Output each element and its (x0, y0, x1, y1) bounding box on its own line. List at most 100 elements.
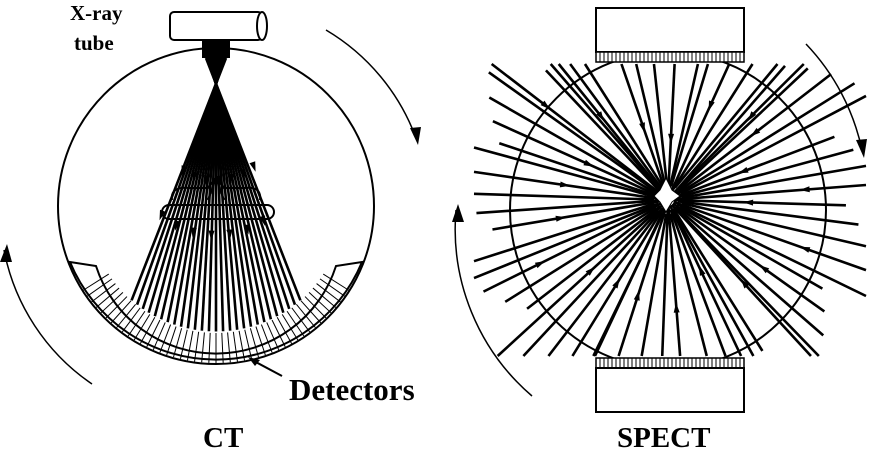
emission-ray (634, 63, 668, 191)
beam-arrowhead (559, 181, 571, 188)
detector-element (201, 332, 205, 363)
detector-element (121, 307, 141, 333)
beam-arrowhead (226, 229, 233, 240)
emission-ray (673, 183, 867, 201)
emission-ray (569, 63, 665, 192)
emission-ray (557, 63, 666, 196)
beam-arrowhead (190, 227, 197, 238)
emission-ray (617, 205, 668, 357)
beam-arrowhead (708, 100, 715, 111)
emission-ray (526, 205, 661, 310)
detector-element (127, 310, 146, 337)
detector-element (296, 303, 316, 328)
detector-element (271, 319, 286, 348)
emission-ray (488, 71, 658, 193)
emission-ray (677, 199, 859, 226)
emission-ray (583, 63, 665, 188)
beam-arrowhead (750, 127, 761, 137)
detector-array (68, 260, 364, 363)
emission-ray (676, 202, 867, 298)
detector-element (159, 324, 172, 353)
detectors-label: Detectors (289, 372, 415, 407)
detector-element (87, 278, 113, 297)
emission-ray (679, 94, 867, 195)
emission-ray (473, 146, 659, 200)
emission-ray (490, 62, 665, 198)
detector-element (105, 296, 128, 319)
emission-ray (681, 164, 867, 199)
emission-ray (681, 201, 867, 248)
detector-element (100, 292, 124, 314)
ct-rotation-arrow-right (325, 29, 421, 145)
beam-arrowhead (583, 159, 594, 167)
emission-ray (492, 199, 663, 231)
emission-ray (671, 63, 754, 192)
emission-ray (676, 209, 820, 357)
detector-element (286, 310, 305, 337)
radioactive-source (653, 176, 681, 213)
beam-arrowhead (555, 215, 566, 222)
detector-element (300, 300, 322, 324)
emission-ray (675, 82, 856, 196)
detector-element (308, 292, 332, 314)
emission-ray (677, 67, 809, 192)
beam-arrowhead (747, 111, 757, 122)
detector-element (116, 303, 136, 328)
detector-element (319, 278, 345, 297)
beam-arrowhead (208, 230, 215, 241)
emission-ray (488, 96, 660, 197)
emission-ray (673, 135, 835, 200)
beam-arrowhead (759, 265, 770, 274)
detector-element (227, 332, 231, 363)
emission-ray (473, 202, 660, 280)
beam-arrowhead (799, 246, 811, 253)
detector-element (133, 314, 151, 341)
ct-caption: CT (203, 422, 244, 454)
camera-head-top (595, 7, 745, 63)
emission-ray (677, 148, 854, 199)
detector-element (255, 326, 266, 356)
beam-arrowhead (639, 122, 645, 133)
emission-ray (672, 207, 764, 352)
detector-element (166, 326, 177, 356)
detector-element (281, 314, 299, 341)
emission-ray (549, 63, 661, 190)
beam-arrowhead (228, 173, 235, 184)
detector-element (95, 287, 120, 308)
detector-element (312, 287, 337, 308)
emission-ray (668, 63, 731, 195)
detector-element (194, 331, 200, 362)
emission-ray (593, 212, 664, 357)
detector-element (152, 322, 166, 351)
spect-emission-rays (473, 62, 867, 357)
detector-element (83, 273, 110, 291)
detector-element (238, 330, 246, 361)
emission-ray (522, 209, 660, 357)
emission-ray (672, 202, 826, 313)
beam-arrowhead (633, 290, 640, 301)
emission-ray (660, 209, 669, 357)
beam-arrowhead (799, 186, 810, 193)
spect-rotation-arrow-left (452, 204, 533, 397)
emission-ray (673, 200, 867, 272)
beam-arrowhead (738, 167, 749, 174)
beam-arrowhead (743, 199, 754, 206)
beam-arrowhead (699, 265, 706, 276)
xray-label: X-ray (70, 1, 123, 25)
emission-ray (669, 209, 727, 357)
beam-arrowhead (612, 278, 620, 289)
detector-element (276, 317, 293, 344)
emission-ray (667, 205, 682, 357)
camera-head-bottom (595, 357, 745, 413)
detector-element (91, 283, 116, 303)
emission-ray (673, 198, 846, 207)
detector-element (110, 300, 132, 324)
detector-element (304, 296, 327, 319)
ct-rotation-arrow-left (0, 244, 93, 385)
emission-ray (652, 63, 669, 187)
beam-arrowhead (668, 133, 675, 144)
emission-ray (666, 63, 676, 195)
detector-element (260, 324, 273, 353)
emission-ray (668, 63, 700, 191)
beam-arrowhead (673, 302, 680, 313)
